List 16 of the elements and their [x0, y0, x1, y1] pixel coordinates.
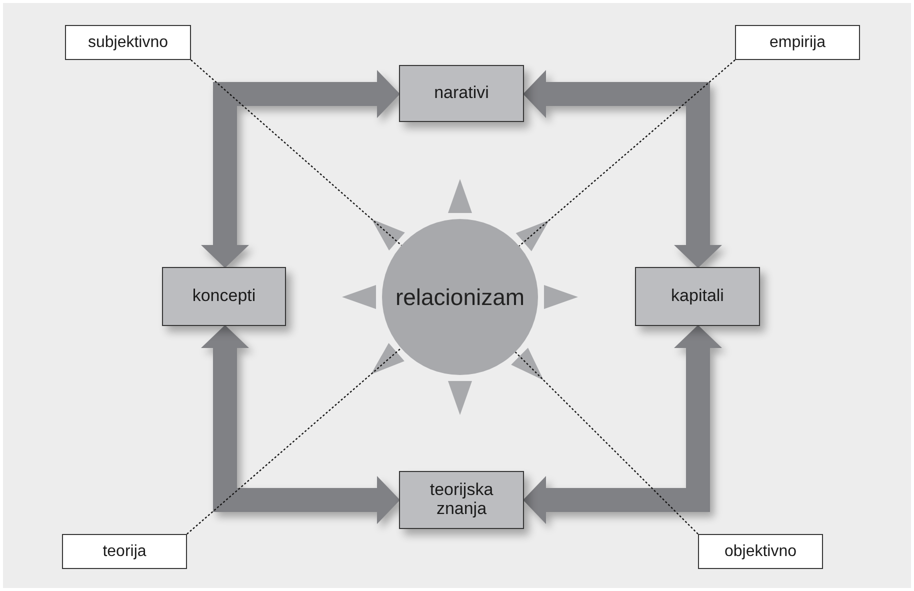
- concept-box: kapitali: [635, 267, 760, 326]
- label-box: subjektivno: [65, 25, 191, 60]
- label-box: empirija: [735, 25, 860, 60]
- label-box: objektivno: [698, 534, 823, 569]
- arrow: [201, 70, 400, 268]
- concept-box: koncepti: [162, 267, 286, 326]
- arrow: [523, 325, 722, 524]
- leader-line: [186, 348, 402, 534]
- leader-line: [518, 60, 736, 247]
- concept-box: narativi: [399, 65, 524, 122]
- leader-line: [514, 352, 698, 534]
- arrow: [523, 70, 722, 268]
- arrow: [201, 325, 400, 524]
- concept-box: teorijska znanja: [399, 471, 524, 529]
- leader-line: [190, 60, 402, 246]
- label-box: teorija: [62, 534, 187, 569]
